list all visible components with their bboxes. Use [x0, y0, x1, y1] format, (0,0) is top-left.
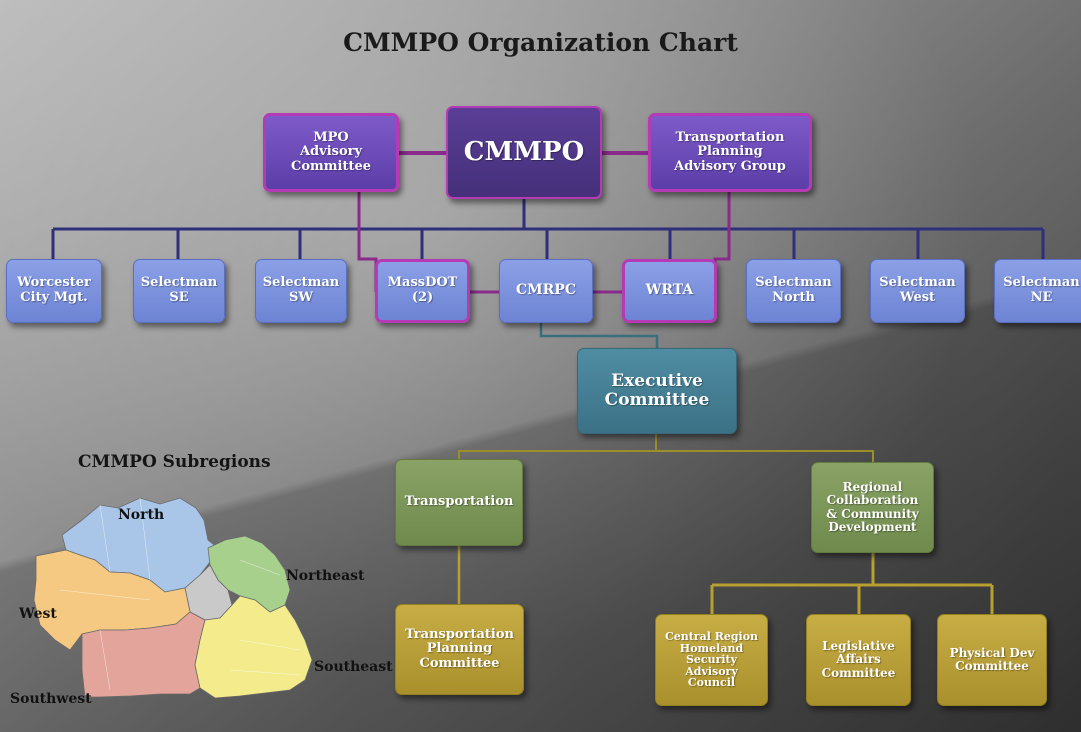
- legislative-affairs-committee-box: Legislative Affairs Committee: [806, 614, 911, 706]
- homeland-security-council-box: Central Region Homeland Security Advisor…: [655, 614, 768, 706]
- member-worcester-box: Worcester City Mgt.: [6, 259, 102, 323]
- map-label-southwest: Southwest: [10, 691, 92, 707]
- map-label-north: North: [118, 507, 165, 523]
- member-cmrpc-box: CMRPC: [499, 259, 593, 323]
- member-selectman-north-box: Selectman North: [746, 259, 841, 323]
- member-selectman-sw-box: Selectman SW: [255, 259, 347, 323]
- map-label-northeast: Northeast: [286, 568, 365, 584]
- map-label-southeast: Southeast: [314, 659, 393, 675]
- member-selectman-ne-box: Selectman NE: [994, 259, 1081, 323]
- regional-collaboration-box: Regional Collaboration & Community Devel…: [811, 462, 934, 553]
- map-region-southeast: [194, 595, 313, 699]
- cmmpo-box: CMMPO: [446, 106, 602, 199]
- map-label-west: West: [19, 606, 57, 622]
- transportation-box: Transportation: [395, 459, 523, 546]
- member-selectman-west-box: Selectman West: [870, 259, 965, 323]
- mpo-advisory-committee-box: MPO Advisory Committee: [263, 113, 399, 192]
- transportation-planning-committee-box: Transportation Planning Committee: [395, 604, 524, 695]
- member-massdot-box: MassDOT (2): [375, 259, 470, 323]
- executive-committee-box: Executive Committee: [577, 348, 737, 434]
- physical-dev-committee-box: Physical Dev Committee: [937, 614, 1047, 706]
- map-title: CMMPO Subregions: [78, 452, 271, 472]
- chart-title: CMMPO Organization Chart: [343, 28, 738, 57]
- member-selectman-se-box: Selectman SE: [133, 259, 225, 323]
- tpag-box: Transportation Planning Advisory Group: [648, 113, 812, 192]
- member-wrta-box: WRTA: [622, 259, 717, 323]
